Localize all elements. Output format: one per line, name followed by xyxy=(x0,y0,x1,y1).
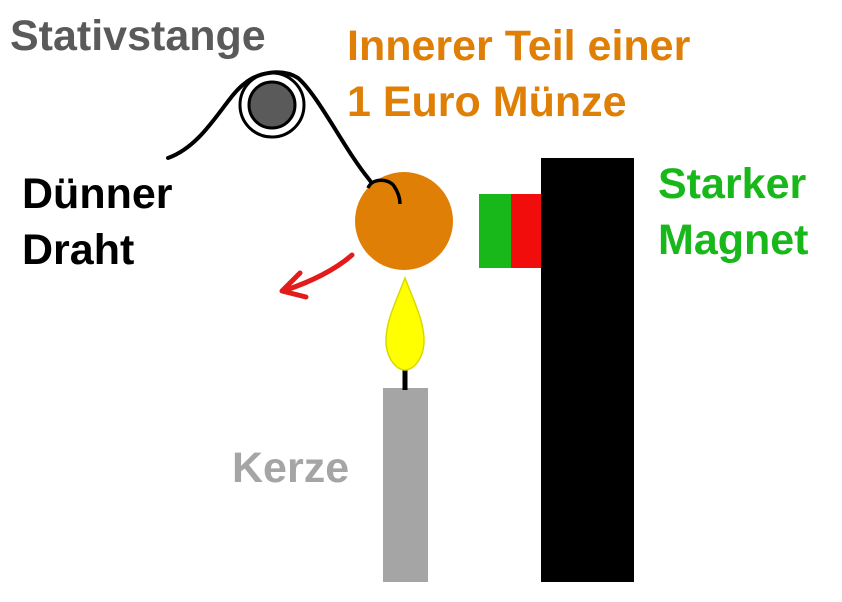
label-coin-line2: 1 Euro Münze xyxy=(347,78,627,126)
motion-arrow xyxy=(279,252,355,300)
candle-body xyxy=(383,388,428,582)
label-magnet: Starker Magnet xyxy=(658,156,809,268)
label-coin-line1: Innerer Teil einer xyxy=(347,22,691,70)
support-block xyxy=(541,158,634,582)
label-magnet-line2: Magnet xyxy=(658,216,809,264)
label-candle-text: Kerze xyxy=(232,444,350,492)
magnet-south-pole xyxy=(511,194,541,268)
flame-icon xyxy=(385,275,425,371)
label-candle: Kerze xyxy=(232,440,349,496)
label-coin: Innerer Teil einer 1 Euro Münze xyxy=(347,18,690,130)
label-wire: Dünner Draht xyxy=(22,166,173,278)
stand-rod xyxy=(238,71,306,139)
label-stand-rod: Stativstange xyxy=(10,8,266,64)
label-magnet-line1: Starker xyxy=(658,160,807,208)
magnet xyxy=(479,194,541,268)
label-stand-rod-text: Stativstange xyxy=(10,12,266,60)
label-wire-line2: Draht xyxy=(22,226,135,274)
wire-loop xyxy=(366,178,402,205)
coin xyxy=(355,172,453,270)
magnet-north-pole xyxy=(479,194,511,268)
label-wire-line1: Dünner xyxy=(22,170,173,218)
